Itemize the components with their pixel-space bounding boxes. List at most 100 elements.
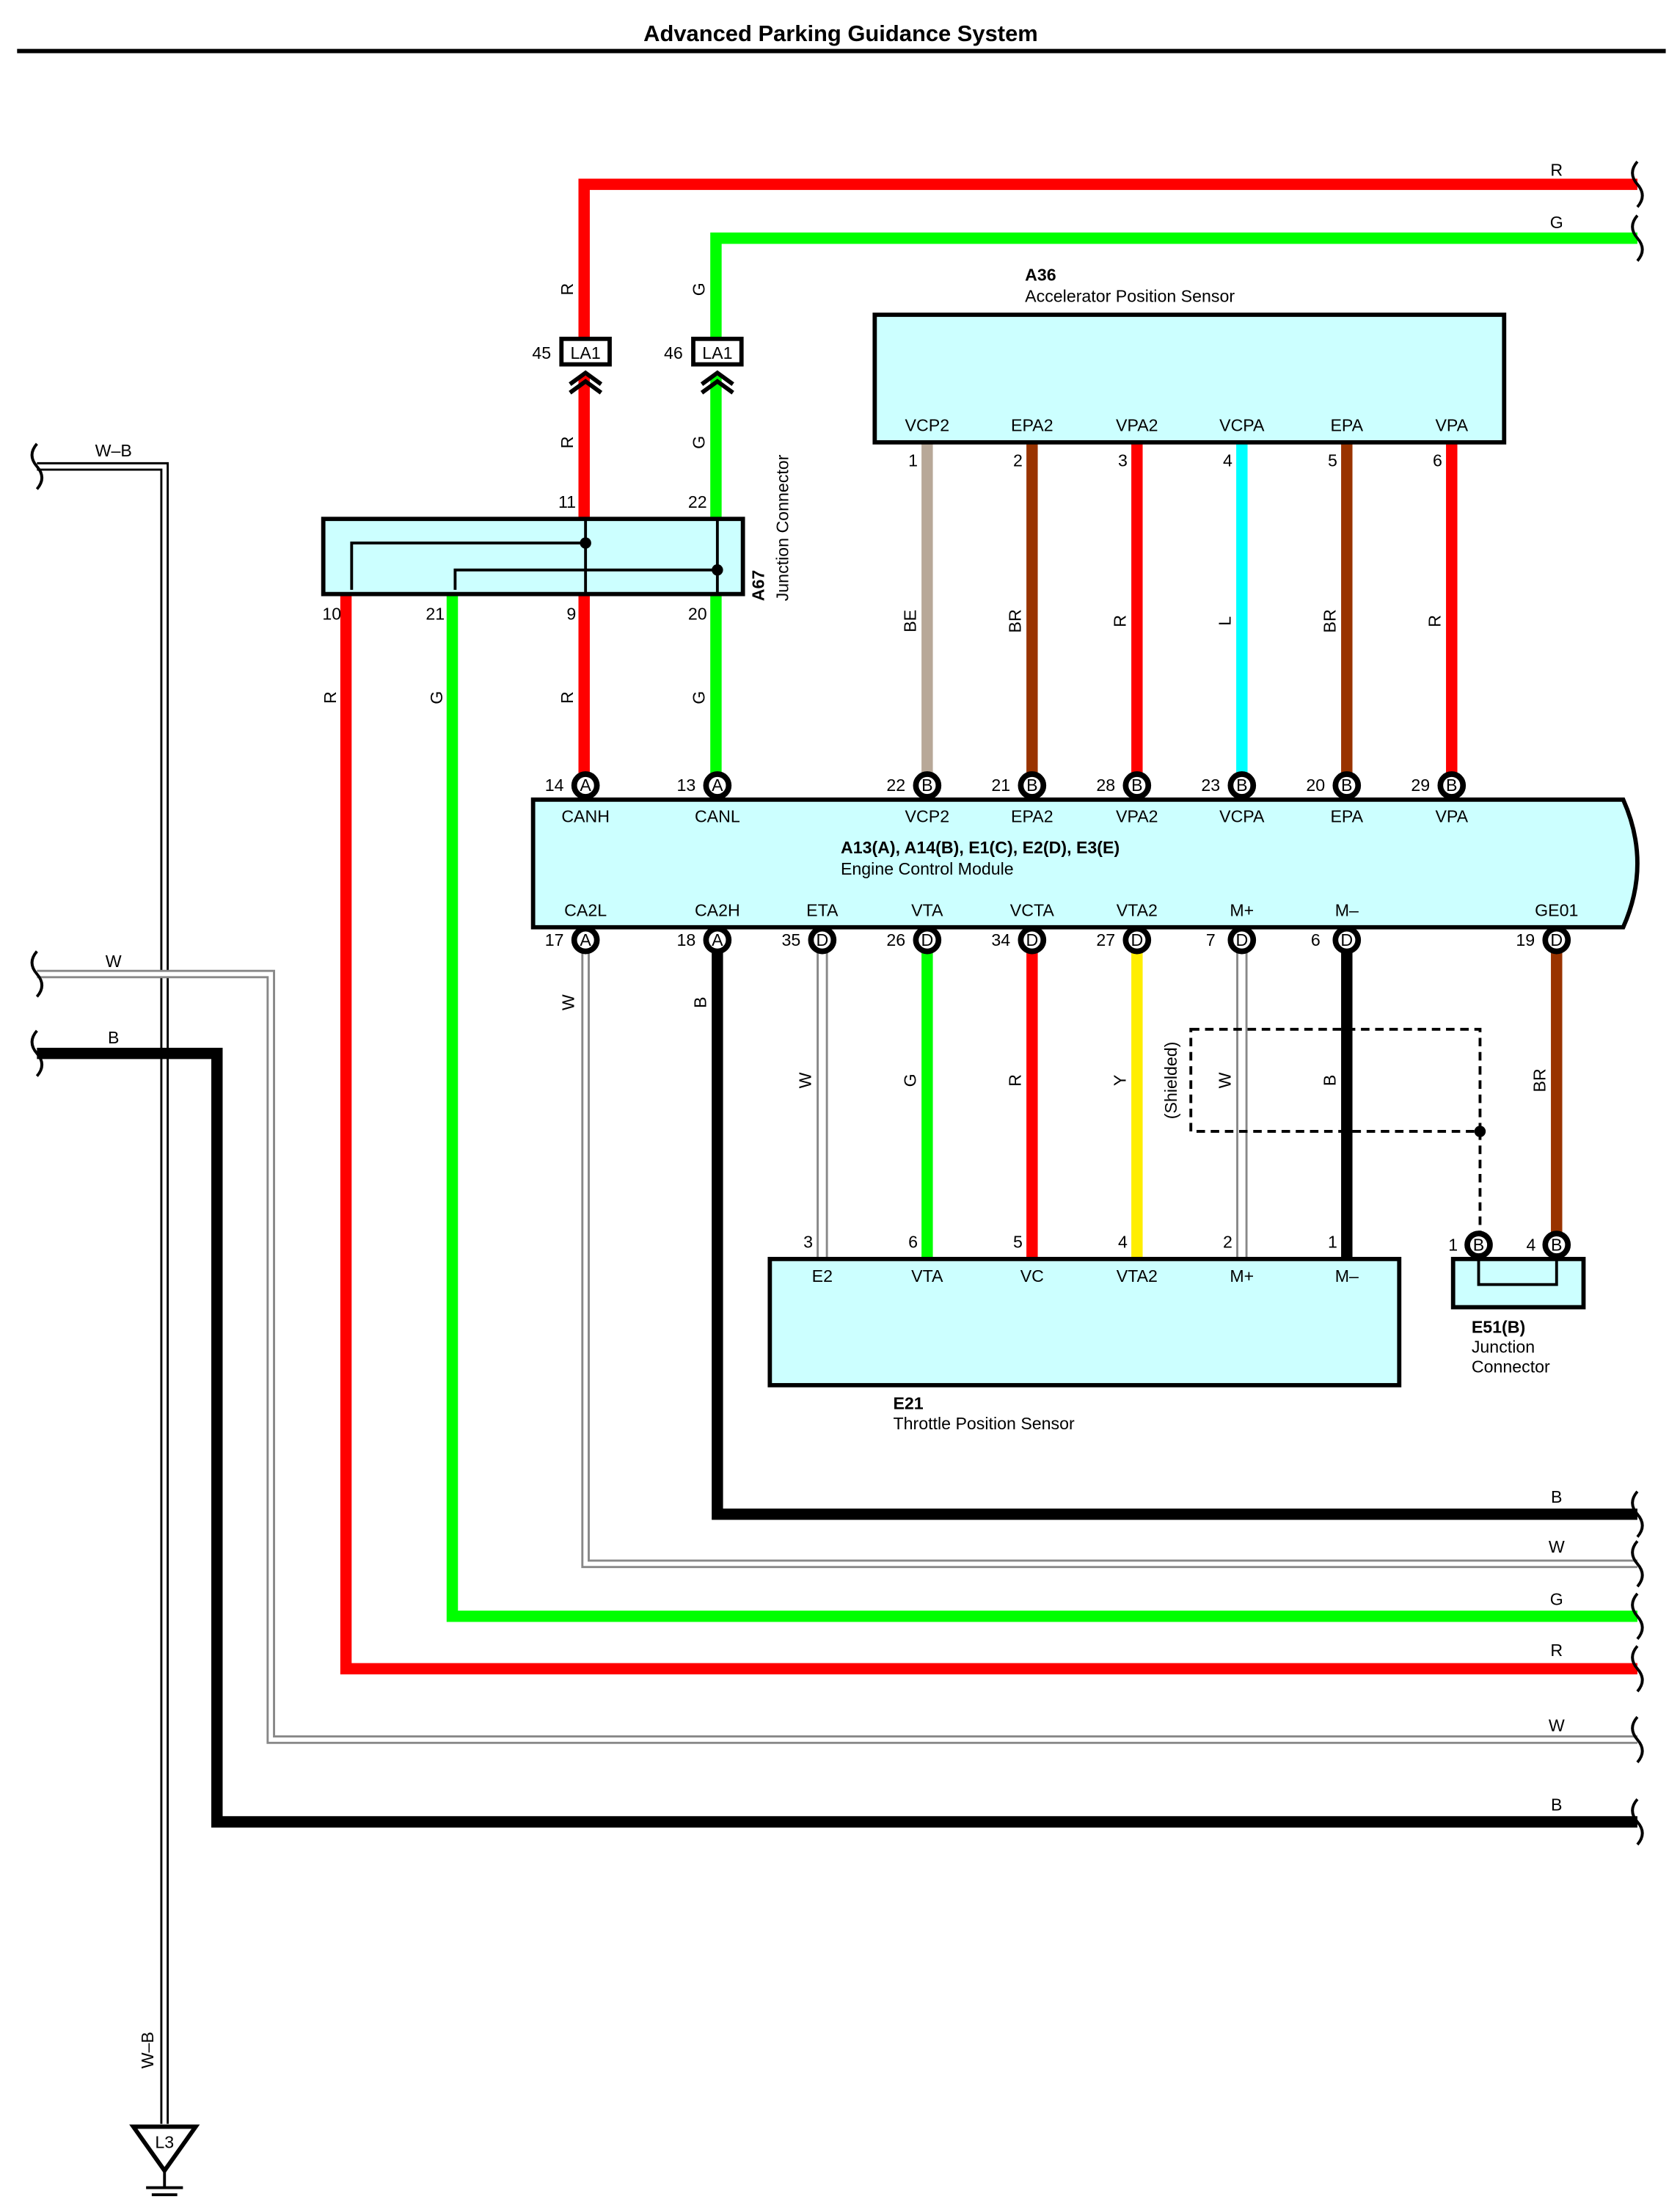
ecm-pin-number: 35 (781, 930, 800, 949)
ecm-pin-connector: A (703, 925, 732, 955)
ecm-pin-connector: D (1542, 925, 1571, 955)
ecm-pin-name: VPA2 (1116, 807, 1158, 826)
wire-w-left (37, 969, 1637, 1744)
pin-connector-letter: D (1340, 930, 1353, 949)
wire-r-top (578, 178, 1637, 352)
ecm-pin-connector: D (1018, 925, 1047, 955)
wire-code-label: R (1550, 1641, 1563, 1660)
wire-code-label: G (1550, 1589, 1563, 1608)
wire-code-label: R (558, 691, 577, 704)
left-wire-codes: W–B W B (95, 441, 132, 1047)
pin-connector-letter: B (1026, 776, 1037, 795)
ecm-pin-number: 13 (676, 776, 695, 795)
engine-control-module: A13(A), A14(B), E1(C), E2(D), E3(E) Engi… (530, 771, 1640, 955)
ecm-pin-name: VCTA (1010, 900, 1055, 919)
wire-break-marks (30, 161, 1644, 1846)
wire-wb-ground (37, 462, 169, 2124)
wire-code-label: Y (1110, 1075, 1129, 1086)
ecm-pin-connector: A (571, 771, 600, 800)
ecm-pin-connector: D (1227, 925, 1257, 955)
shield-outline (1189, 1027, 1486, 1236)
wire-code-label: R (1425, 615, 1444, 627)
ecm-pin-connector: B (1437, 771, 1467, 800)
ecm-pin-number: 6 (1311, 930, 1321, 949)
wire-code-label: G (1550, 213, 1563, 232)
wire-g-bottom (446, 589, 1637, 1622)
e21-throttle-sensor: E21 Throttle Position Sensor 3E26VTA5VC4… (767, 1232, 1402, 1433)
a36-pin-number: 3 (1118, 451, 1128, 470)
wire-code-label: W–B (95, 441, 132, 460)
pin-connector-letter: A (580, 930, 591, 949)
ecm-pin-number: 34 (991, 930, 1010, 949)
ecm-pin-name: M– (1335, 900, 1359, 919)
pin-connector-letter: B (1473, 1235, 1484, 1254)
pin-connector-letter: D (1131, 930, 1143, 949)
ecm-pin-connector: D (808, 925, 837, 955)
wire-b-ca2h (712, 947, 1637, 1520)
wire-code-label: BR (1320, 609, 1339, 632)
a36-pin-number: 2 (1013, 451, 1023, 470)
a36-pin-name: VPA2 (1116, 415, 1158, 434)
ecm-ids: A13(A), A14(B), E1(C), E2(D), E3(E) (841, 838, 1120, 857)
wire-code-label: R (1005, 1074, 1024, 1087)
la1-pin-number: 45 (532, 343, 551, 362)
ecm-pin-connector: B (1332, 771, 1362, 800)
ecm-pin-connector: A (571, 925, 600, 955)
ecm-pin-name: CANL (695, 807, 740, 826)
ecm-pin-connector: A (703, 771, 732, 800)
ecm-pin-number: 17 (545, 930, 564, 949)
ecm-pin-name: CANH (561, 807, 610, 826)
ecm-pin-number: 14 (545, 776, 564, 795)
a36-pin-number: 5 (1328, 451, 1337, 470)
a36-pin-name: VCP2 (905, 415, 950, 434)
ecm-pin-connector: D (913, 925, 942, 955)
a67-pin: 11 (558, 492, 576, 511)
ecm-pin-number: 19 (1516, 930, 1535, 949)
ecm-name: Engine Control Module (841, 859, 1014, 878)
ground-label: L3 (155, 2132, 174, 2151)
wire-code-label: W–B (138, 2032, 157, 2068)
wire-code-label: W (1549, 1537, 1565, 1556)
e51-pin-connector: B (1464, 1230, 1493, 1259)
ecm-pin-name: VCP2 (905, 807, 950, 826)
wire-code-label: R (1110, 615, 1129, 627)
a36-id: A36 (1025, 266, 1056, 285)
e21-id: E21 (893, 1394, 923, 1413)
wire-code-label: W (559, 994, 578, 1010)
a36-pin-number: 6 (1433, 451, 1442, 470)
pin-connector-letter: D (816, 930, 828, 949)
a67-pin: 21 (426, 604, 445, 623)
a36-pin-name: EPA (1330, 415, 1363, 434)
a36-pin-number: 4 (1223, 451, 1232, 470)
e21-pin-name: E2 (812, 1266, 833, 1286)
page-title: Advanced Parking Guidance System (643, 21, 1038, 46)
ecm-pin-name: VTA (911, 900, 943, 919)
e21-pin-name: M– (1335, 1266, 1359, 1286)
ecm-pin-connector: B (1122, 771, 1152, 800)
a67-pin: 10 (322, 604, 341, 623)
wire-code-label: R (558, 437, 577, 449)
ecm-pin-number: 23 (1201, 776, 1220, 795)
a67-junction-connector: 11 22 10 21 9 20 A67 Junction Connector (321, 454, 792, 623)
pin-connector-letter: D (921, 930, 933, 949)
pin-connector-letter: A (712, 930, 723, 949)
wire-code-label: B (1320, 1075, 1339, 1086)
pin-connector-letter: B (1131, 776, 1142, 795)
wire-code-label: B (108, 1028, 119, 1047)
svg-text:LA1: LA1 (571, 343, 601, 362)
ecm-pin-number: 7 (1206, 930, 1216, 949)
wire-code-label: R (321, 691, 340, 704)
wire-code-label: G (689, 436, 708, 449)
e51-id: E51(B) (1472, 1317, 1525, 1336)
e21-pin-name: VTA2 (1117, 1266, 1158, 1286)
wire-code-label: L (1215, 616, 1234, 626)
a67-name: Junction Connector (773, 454, 792, 601)
e21-pin-number: 3 (803, 1232, 813, 1251)
ecm-pin-connector: B (1018, 771, 1047, 800)
a36-pin-name: VCPA (1219, 415, 1265, 434)
la1-pin-number: 46 (664, 343, 683, 362)
e51-pin-number: 1 (1448, 1235, 1458, 1254)
a36-pin-name: EPA2 (1011, 415, 1053, 434)
